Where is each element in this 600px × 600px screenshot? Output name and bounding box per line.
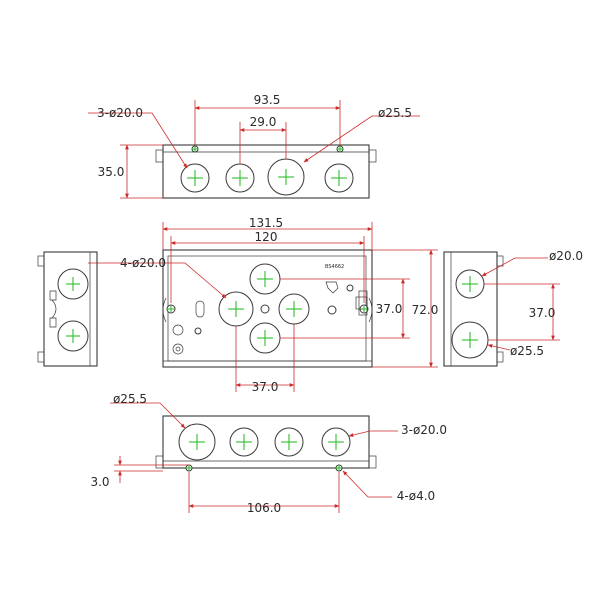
earth-ring-icon — [172, 343, 184, 355]
recycle-icon — [172, 324, 184, 336]
top-view: 93.5 29.0 35.0 3-ø20.0 ø25.5 — [88, 93, 420, 199]
front-dim-overall: 131.5 — [249, 216, 283, 230]
left-view-body — [43, 251, 98, 367]
front-dim-vertical: 37.0 — [376, 302, 403, 316]
top-centerlines — [187, 146, 347, 186]
left-side-view — [37, 251, 98, 367]
top-dim-span: 93.5 — [254, 93, 281, 107]
bottom-callout-mount: 4-ø4.0 — [397, 489, 435, 503]
bottom-dim-offset: 3.0 — [90, 475, 109, 489]
right-callout-large: ø25.5 — [510, 344, 544, 358]
top-view-body — [162, 144, 370, 199]
front-dim-horizontal: 37.0 — [252, 380, 279, 394]
bottom-view-body — [162, 415, 370, 469]
bottom-dim-span: 106.0 — [247, 501, 281, 515]
front-centerlines — [168, 271, 367, 346]
right-dim-vertical: 37.0 — [529, 306, 556, 320]
top-callout-holes: 3-ø20.0 — [97, 106, 143, 120]
earth-symbol-icon — [325, 281, 339, 294]
top-dim-height: 35.0 — [98, 165, 125, 179]
front-center-hole — [260, 304, 270, 314]
left-centerlines — [66, 277, 80, 343]
front-slot — [195, 300, 205, 318]
front-standard-mark: BS4662 — [325, 264, 344, 270]
front-view: BS4662 131.5 120 37.0 72.0 — [88, 216, 438, 394]
front-dim-inner: 120 — [255, 230, 278, 244]
bottom-callout-holes: 3-ø20.0 — [401, 423, 447, 437]
top-dim-pitch: 29.0 — [250, 115, 277, 129]
bottom-callout-large: ø25.5 — [113, 392, 147, 406]
right-view-body — [443, 251, 498, 367]
front-callout-holes: 4-ø20.0 — [120, 256, 166, 270]
right-callout-small: ø20.0 — [549, 249, 583, 263]
top-callout-large: ø25.5 — [378, 106, 412, 120]
right-centerlines — [462, 276, 478, 348]
bottom-view: 106.0 3.0 ø25.5 3-ø20.0 4-ø4.0 — [90, 392, 447, 515]
bottom-centerlines — [186, 434, 344, 471]
front-dim-height: 72.0 — [412, 303, 439, 317]
right-side-view: 37.0 ø20.0 ø25.5 — [443, 249, 583, 367]
